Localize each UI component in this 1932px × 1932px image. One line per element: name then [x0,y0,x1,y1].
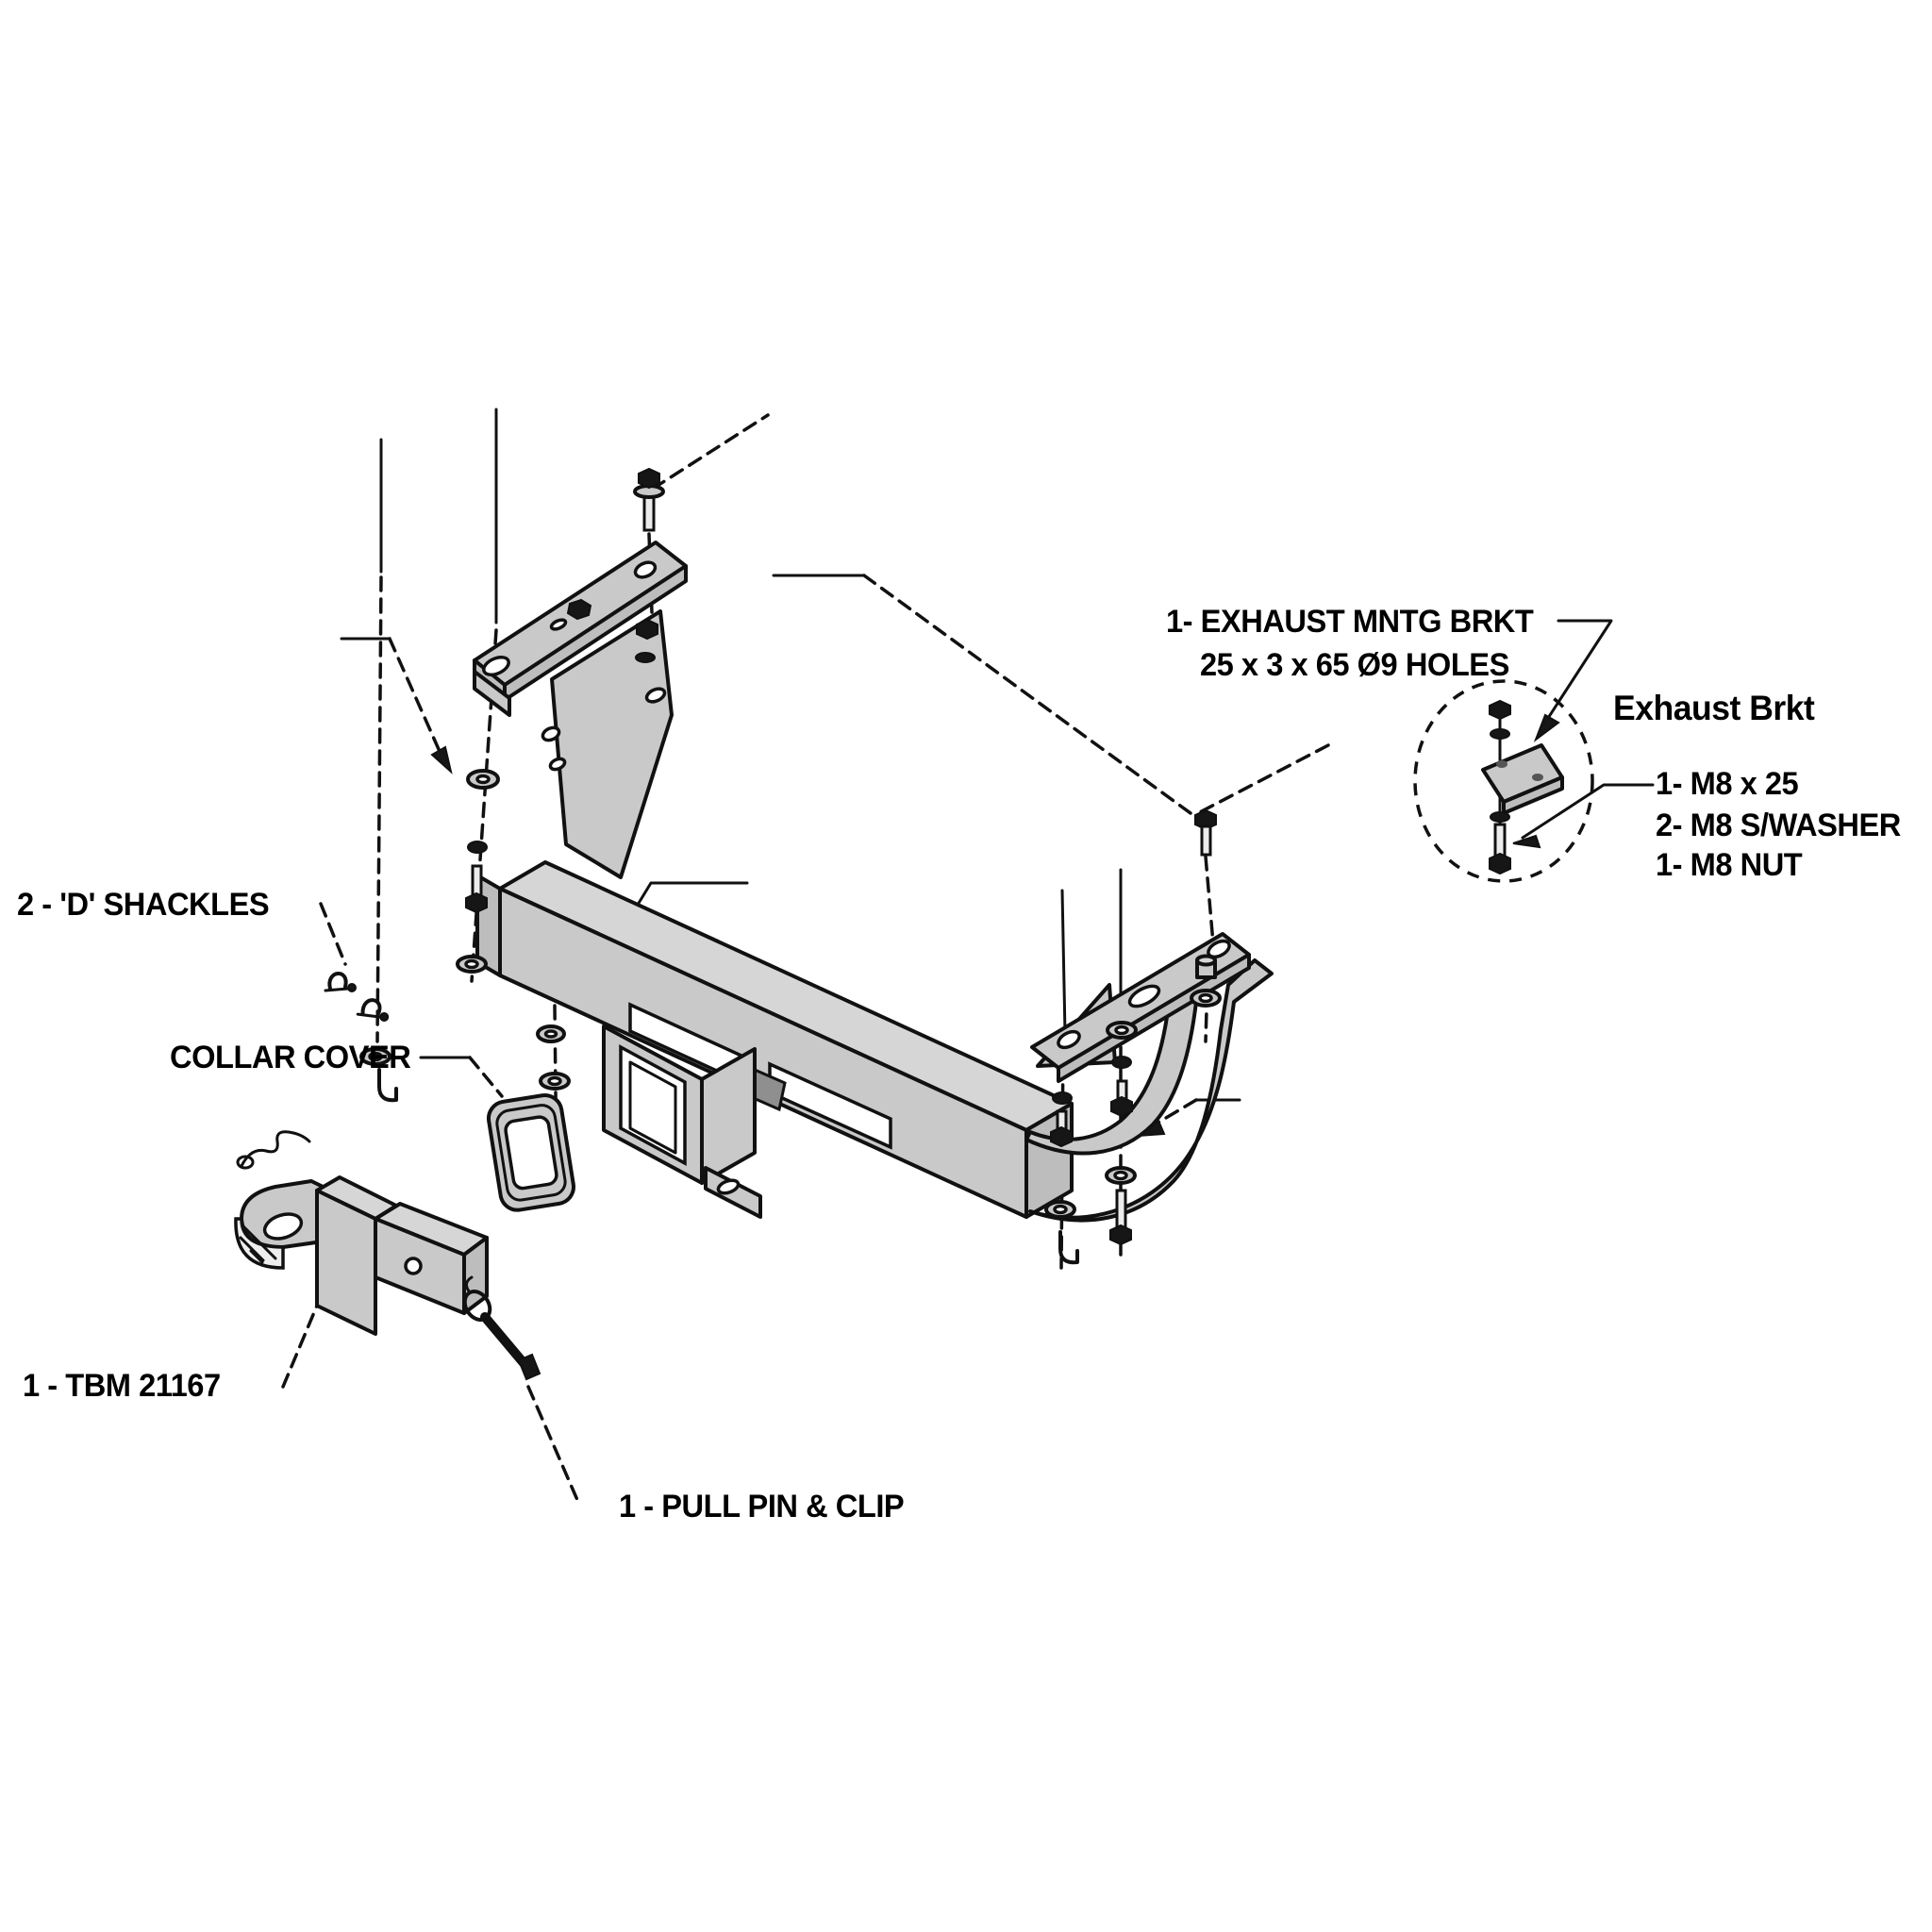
bolt-hole [482,655,510,677]
label-m8-nut: 1- M8 NUT [1656,847,1803,883]
hardware-stack-left [456,769,500,974]
right-mounting-plate [1030,932,1251,1083]
hitch-pin-hole [716,1178,741,1195]
label-collar-cover: COLLAR COVER [170,1040,411,1075]
arrowhead [430,745,453,774]
d-shackles [324,972,390,1022]
label-m8-washer: 2- M8 S/WASHER [1656,808,1901,843]
exhaust-bracket-detail [1413,679,1594,883]
left-mounting-plate [473,541,688,717]
upright-face [315,1189,377,1336]
label-m8-bolt: 1- M8 x 25 [1656,766,1799,802]
bolt-hole [1207,939,1231,959]
small-bolt-head [566,598,592,621]
label-tbm: 1 - TBM 21167 [23,1368,221,1404]
hardware-stack-right-1 [1044,1091,1079,1265]
receiver-opening [619,1044,687,1166]
label-exhaust-brkt-line2: 25 x 3 x 65 Ø9 HOLES [1200,647,1509,683]
nut-and-springwasher [635,618,658,663]
m8-nut [1489,699,1511,721]
plate-end-tab [473,670,511,717]
detail-circle [1413,679,1594,883]
m8-spring-washer [1490,728,1510,740]
bolt-slot [1127,984,1161,1008]
ball-mount [234,1175,489,1336]
bolt-hole [633,560,658,579]
pin-hole [404,1257,423,1275]
pull-pin [462,1275,541,1381]
label-d-shackles: 2 - 'D' SHACKLES [17,887,270,923]
collar-cover [486,1093,575,1212]
bolt-top-left [633,467,665,532]
bolt-hole [1057,1029,1081,1050]
wire-clip [236,1130,311,1170]
label-exhaust-brkt-line1: 1- EXHAUST MNTG BRKT [1166,604,1534,640]
crossbar [475,860,1074,1219]
leader-detail-origin [1196,743,1330,815]
hardware-stack-right-2 [1105,1021,1138,1246]
arrowhead [1512,834,1541,849]
hardware-stack-right-3 [1190,808,1222,1008]
towball-hole [262,1212,304,1241]
label-pull-pin: 1 - PULL PIN & CLIP [619,1489,905,1524]
m8-washer [1490,811,1510,823]
hardware-stack-far-left [359,1047,398,1103]
hitch-receiver [602,1024,762,1219]
arrowhead [1533,713,1560,742]
left-upright-bracket [541,609,674,879]
leader-top-bolt [651,413,770,491]
label-exhaust-detail-title: Exhaust Brkt [1613,689,1815,727]
